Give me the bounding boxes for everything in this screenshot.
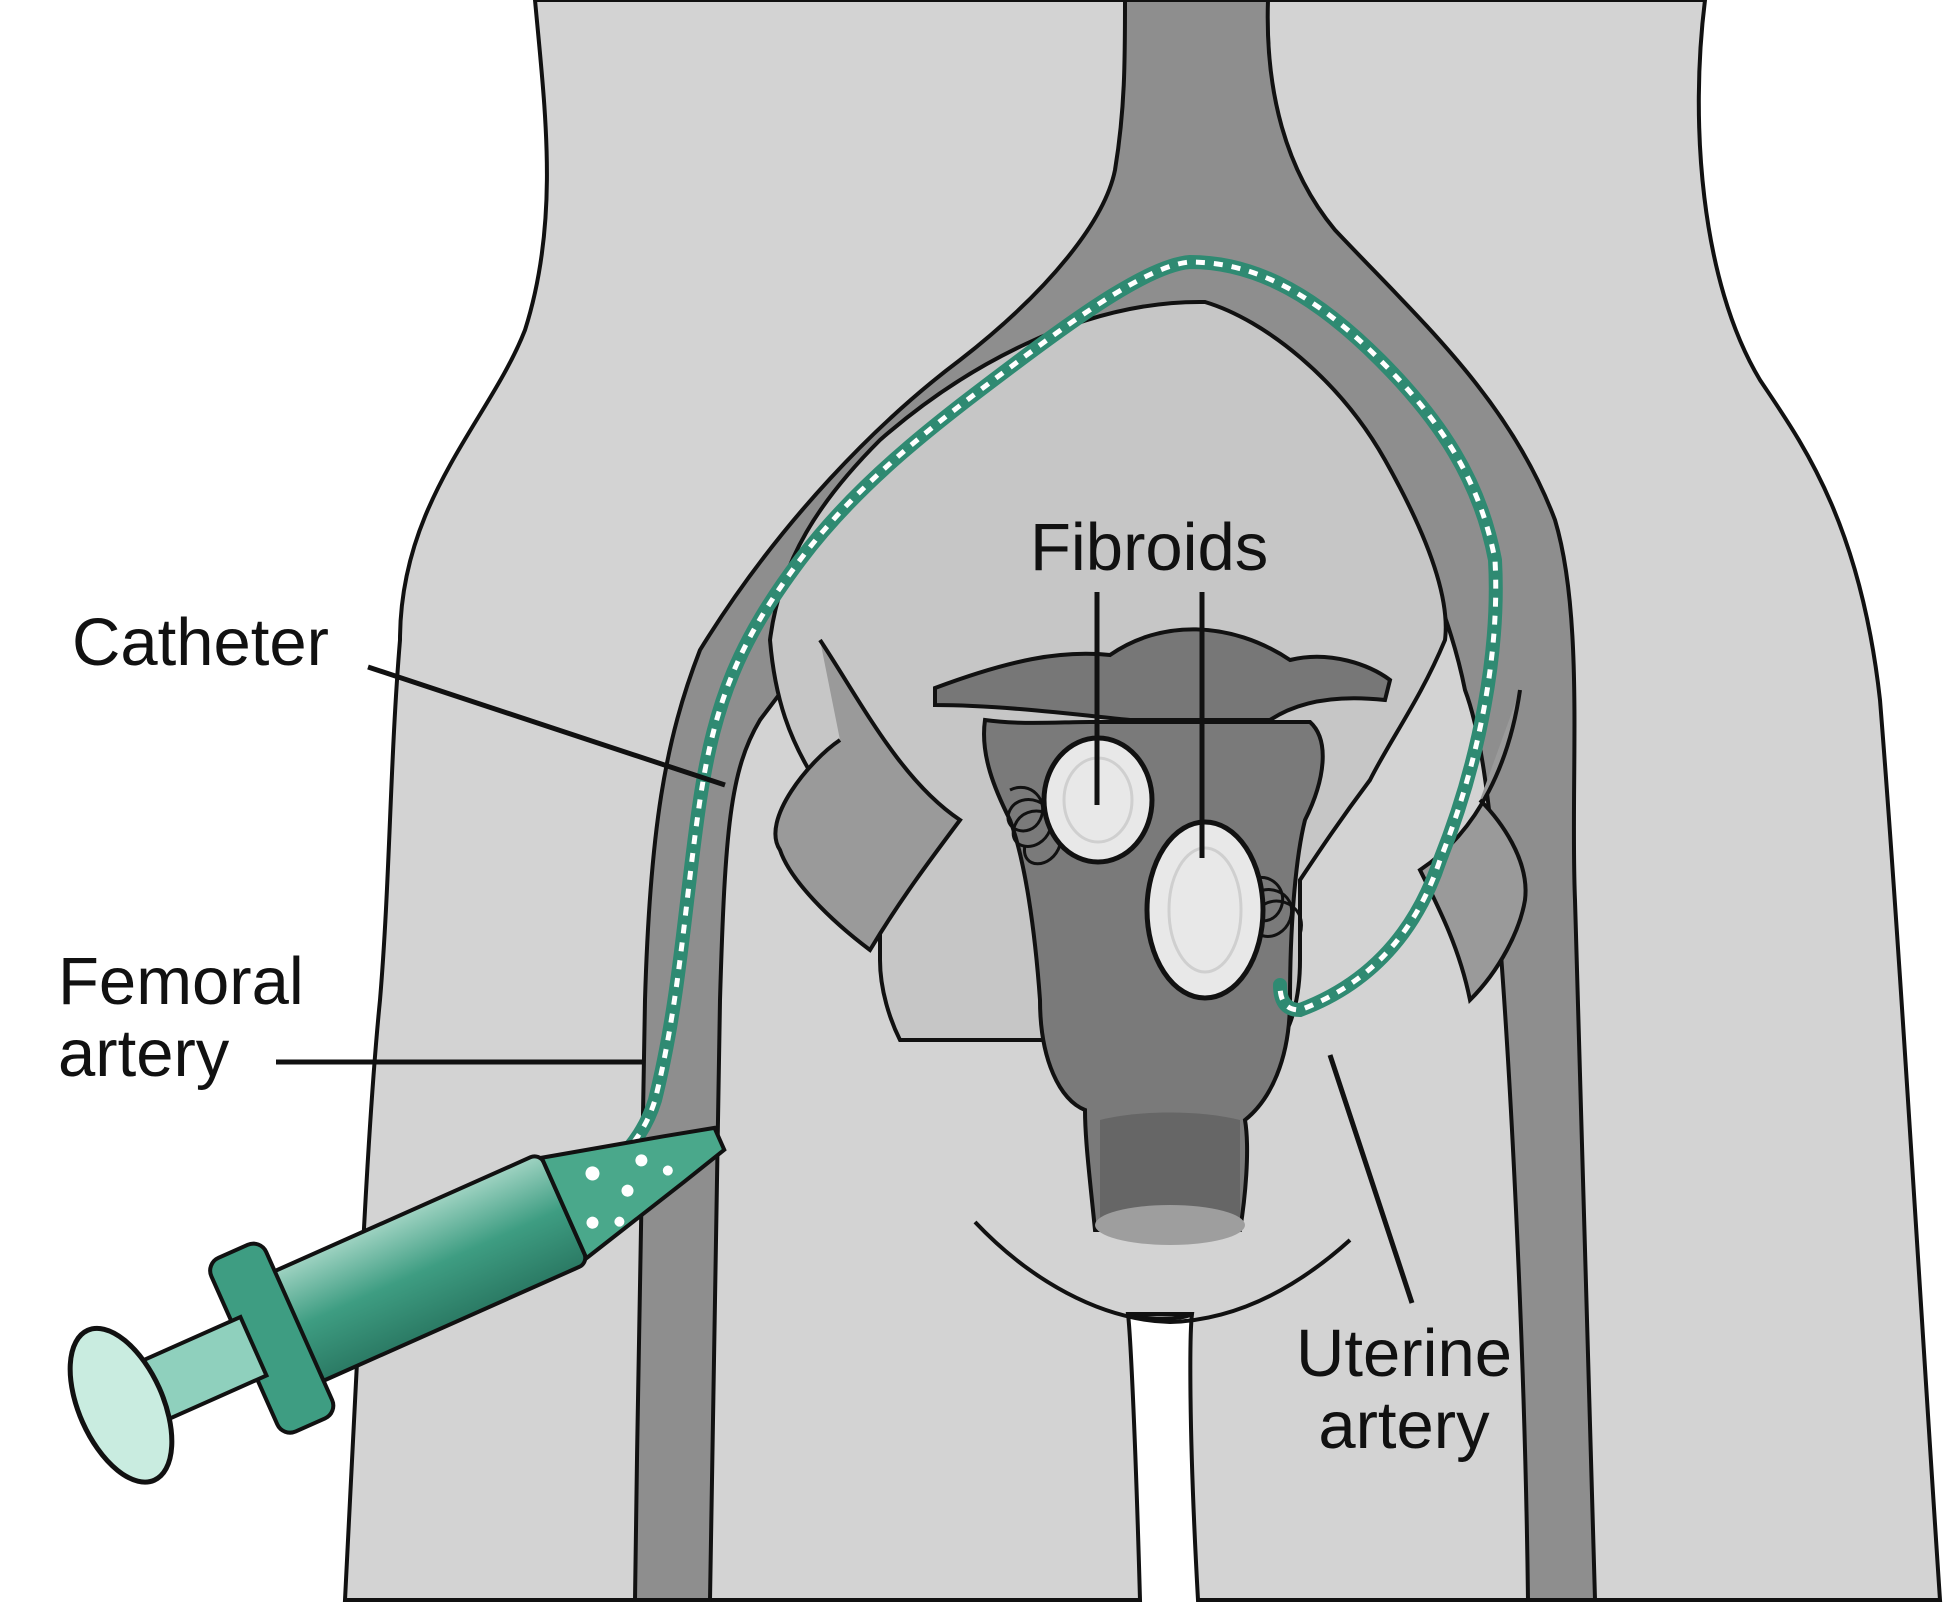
catheter-dashes (538, 259, 1499, 1227)
uterine-artery-label-line1: Uterine (1296, 1316, 1512, 1391)
syringe-bubble (586, 1216, 599, 1229)
syringe-bubble (662, 1165, 673, 1176)
fibroid-right (1144, 819, 1266, 1001)
uterine-artery-label-line2: artery (1318, 1388, 1490, 1464)
uterine-artery-leader (1327, 1054, 1415, 1304)
femoral-artery-label-line2: artery (58, 1016, 230, 1092)
syringe (67, 1125, 727, 1485)
catheter-label-text: Catheter (72, 605, 329, 680)
syringe-plunger-thumb (67, 1325, 175, 1485)
catheter-label: Catheter (72, 605, 329, 680)
lower-abdomen-curve (973, 1220, 1352, 1325)
cervix-shadow (1100, 1112, 1240, 1230)
syringe-bubble (614, 1216, 625, 1227)
right-branch-vessel (1417, 689, 1528, 1005)
uterine-artery-label: Uterine artery (1296, 1316, 1512, 1464)
fibroid-right-inner (1167, 846, 1243, 974)
left-branch-vessel (773, 638, 963, 953)
catheter-leader (367, 664, 726, 788)
syringe-bubble (635, 1154, 648, 1167)
fibroids-label-text: Fibroids (1030, 510, 1269, 585)
femoral-artery-label-line1: Femoral (58, 944, 304, 1019)
syringe-bubble (621, 1184, 634, 1197)
uterus-base-shadow (1095, 1205, 1245, 1245)
fibroids-label: Fibroids (1030, 510, 1269, 585)
femoral-artery-label: Femoral artery (58, 944, 304, 1092)
syringe-bubble (585, 1166, 600, 1181)
